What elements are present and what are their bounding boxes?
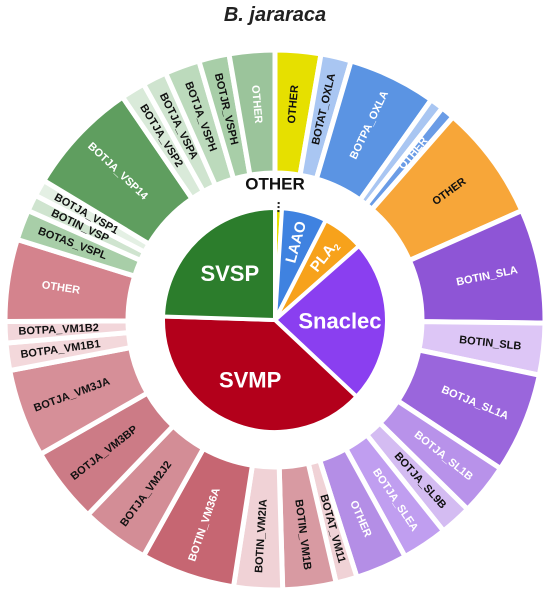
- inner-slice-svsp-5: [161, 206, 277, 322]
- outer-ring: [2, 47, 548, 593]
- outer-label-botin-vm2ia-15: BOTIN_VM2IA: [253, 499, 270, 574]
- inner-label-snaclec-3: Snaclec: [298, 309, 381, 334]
- inner-label-svmp-4: SVMP: [219, 368, 281, 393]
- outer-label-botpa-vm1b2-21: BOTPA_VM1B2: [18, 322, 99, 338]
- inner-slice-svmp-4: [161, 314, 359, 434]
- outer-label-other-0: OTHER: [286, 85, 301, 124]
- chart-title: B. jararaca: [223, 4, 327, 26]
- outer-label-other-31: OTHER: [249, 85, 264, 124]
- inner-label-other-0: OTHER: [245, 175, 305, 194]
- outer-slice-other-31: [226, 47, 278, 179]
- outer-label-other-22: OTHER: [41, 279, 81, 297]
- inner-label-subscript: 2: [332, 242, 343, 252]
- inner-pie: [161, 206, 389, 434]
- inner-slice-snaclec-3: [273, 243, 389, 399]
- inner-label-svsp-5: SVSP: [200, 261, 259, 286]
